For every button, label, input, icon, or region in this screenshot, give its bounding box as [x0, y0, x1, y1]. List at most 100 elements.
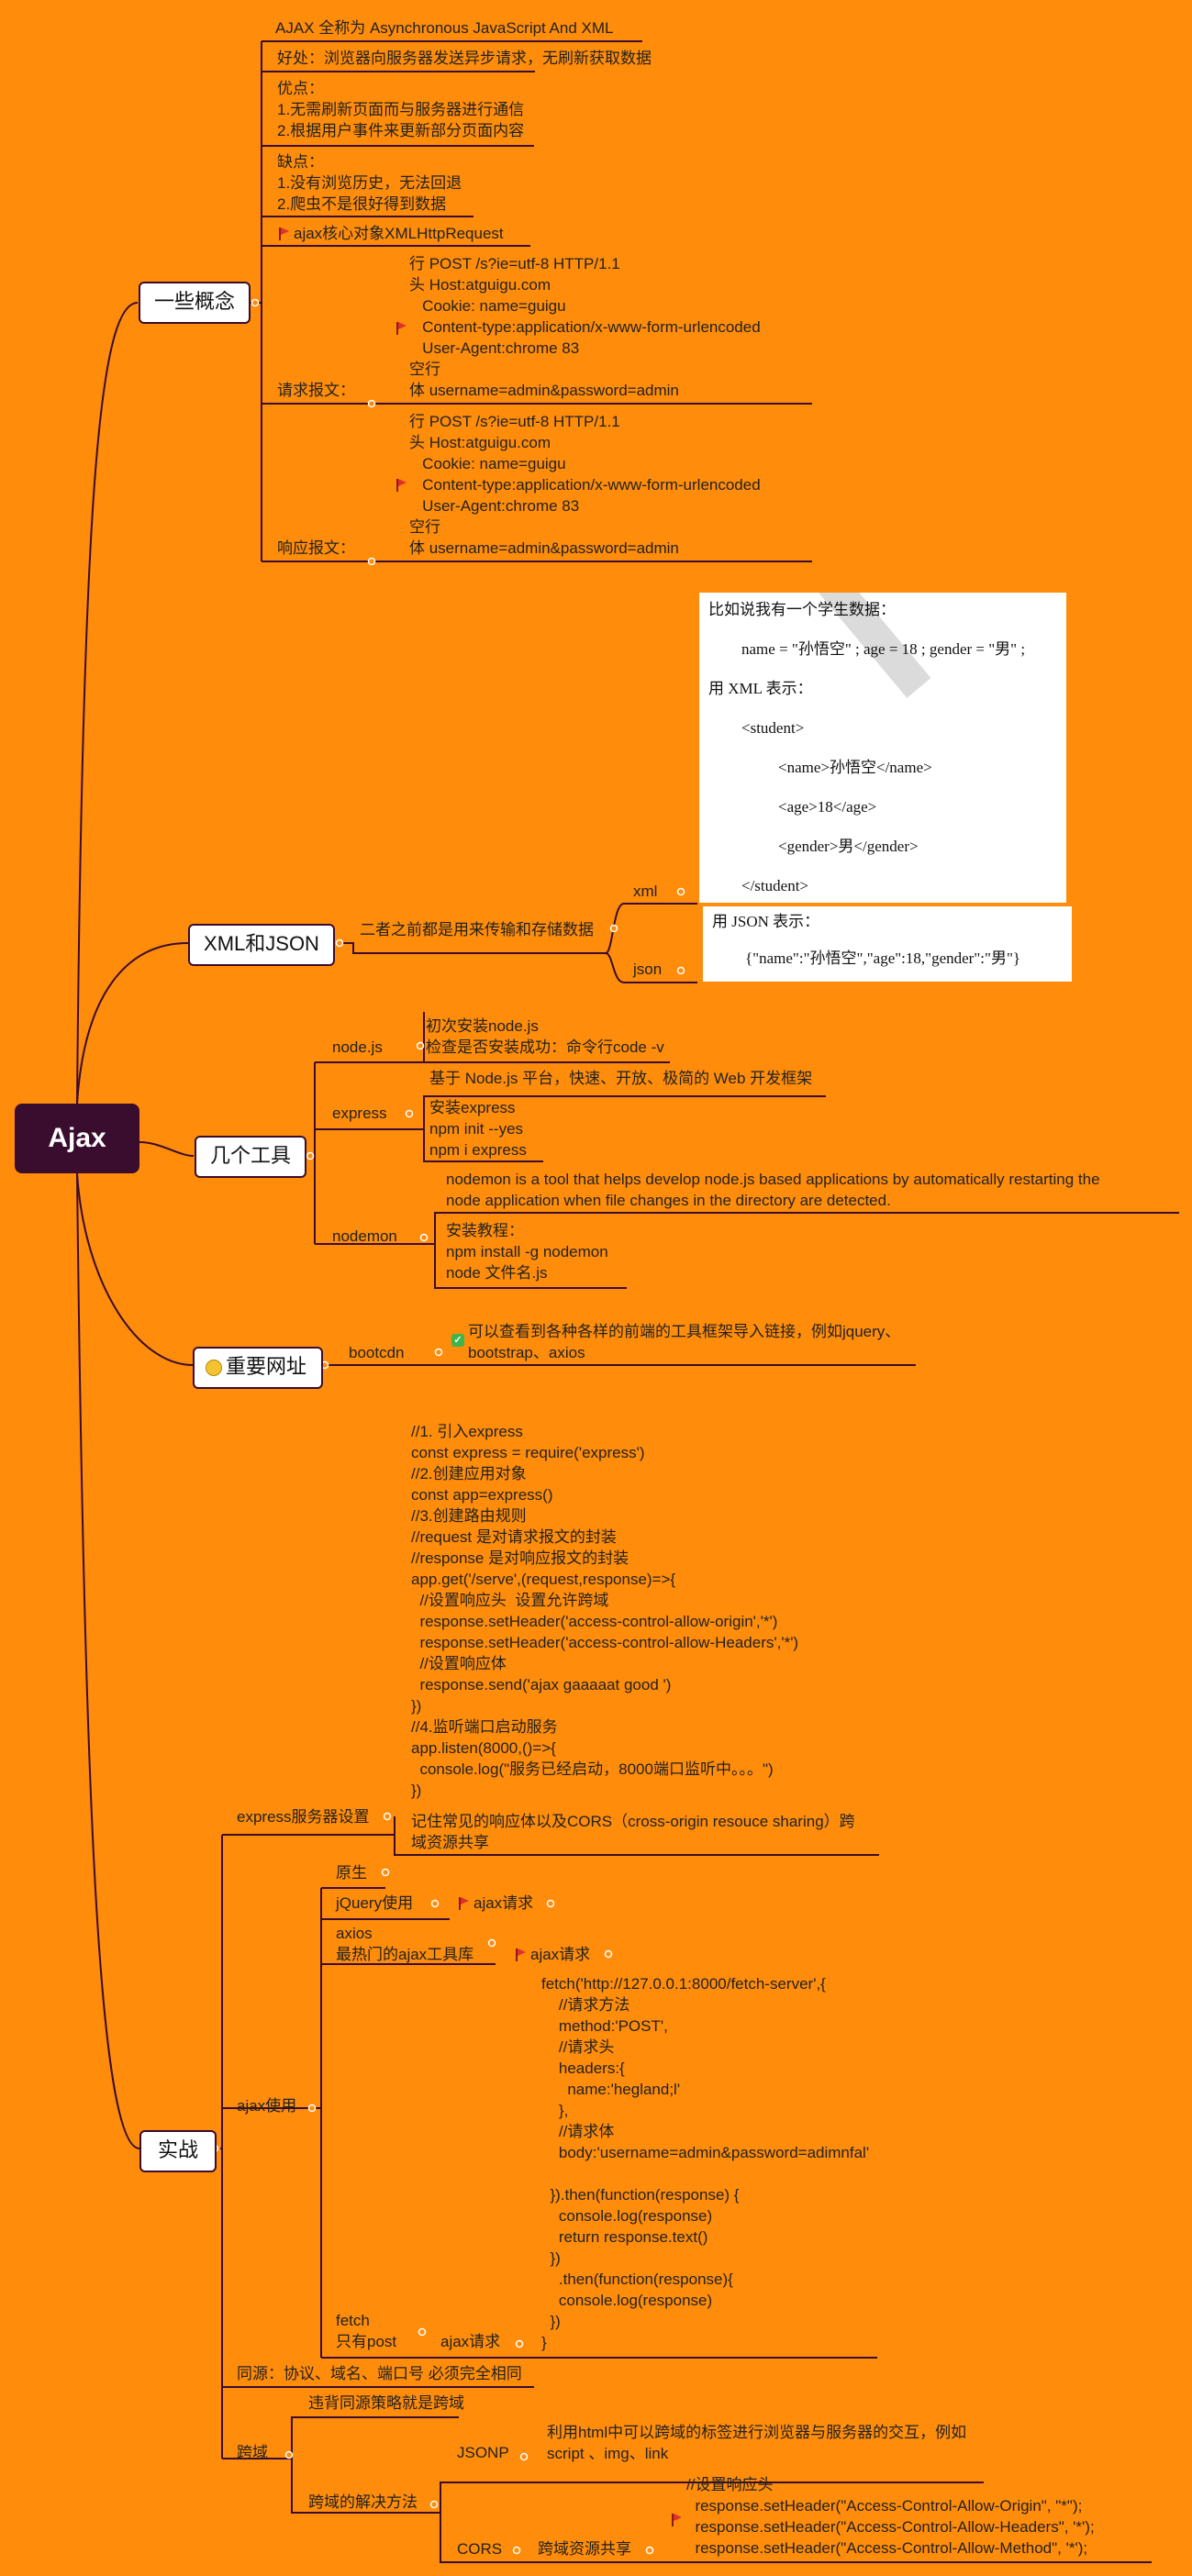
fetch-line: 只有post: [336, 2333, 397, 2350]
message-line: 行 POST /s?ie=utf-8 HTTP/1.1: [409, 255, 620, 272]
code-line: method:'POST',: [541, 2017, 668, 2035]
code-line: app.get('/serve',(request,response)=>{: [411, 1571, 676, 1588]
panel-line: 用 XML 表示：: [708, 680, 813, 697]
node-concepts[interactable]: 一些概念: [139, 282, 251, 324]
code-line: //设置响应体: [411, 1655, 507, 1672]
nodemon-line: 安装教程：: [446, 1222, 524, 1239]
node-js-label: node.js: [332, 1038, 383, 1056]
code-line: response.setHeader("Access-Control-Allow…: [686, 2497, 1083, 2515]
message-line: Content-type:application/x-www-form-urle…: [409, 476, 761, 494]
cross-domain-def: 违背同源策略就是跨域: [308, 2394, 464, 2412]
node-tools[interactable]: 几个工具: [195, 1136, 306, 1178]
code-line: //4.监听端口启动服务: [411, 1718, 558, 1736]
message-line: Content-type:application/x-www-form-urle…: [409, 318, 761, 336]
bootcdn-desc: 可以查看到各种各样的前端的工具框架导入链接，例如jquery、: [468, 1323, 901, 1340]
code-line: fetch('http://127.0.0.1:8000/fetch-serve…: [541, 1975, 826, 1993]
code-line: response.setHeader("Access-Control-Allow…: [686, 2539, 1088, 2557]
bootcdn-label: bootcdn: [349, 1344, 405, 1361]
code-line: }).then(function(response) {: [541, 2186, 740, 2204]
node-important-sites[interactable]: 重要网址: [193, 1347, 323, 1389]
bootcdn-desc: bootstrap、axios: [468, 1344, 585, 1361]
message-line: Cookie: name=guigu: [409, 297, 566, 315]
code-line: headers:{: [541, 2060, 625, 2077]
panel-line: </student>: [741, 877, 809, 894]
code-line: app.listen(8000,()=>{: [411, 1739, 556, 1757]
nodemon-desc: node application when file changes in th…: [446, 1192, 891, 1209]
code-line: }): [411, 1782, 422, 1799]
concept-benefit: 好处：浏览器向服务器发送异步请求，无刷新获取数据: [277, 50, 652, 67]
message-line: 体 username=admin&password=admin: [409, 382, 679, 399]
node-important-sites-label: 重要网址: [225, 1355, 306, 1378]
flag-icon: [516, 1949, 527, 1961]
flag-icon: [279, 228, 290, 240]
nodemon-desc: nodemon is a tool that helps develop nod…: [446, 1171, 1100, 1188]
jquery-ajax-request: ajax请求: [473, 1894, 534, 1912]
cross-solution-label: 跨域的解决方法: [308, 2493, 418, 2511]
flag-icon: [396, 322, 407, 335]
code-line: }): [541, 2249, 561, 2267]
fetch-ajax-request: ajax请求: [440, 2333, 501, 2350]
code-line: const express = require('express'): [411, 1444, 645, 1461]
code-line: //1. 引入express: [411, 1423, 523, 1440]
xml-label: xml: [633, 883, 658, 900]
code-line: response.setHeader('access-control-allow…: [411, 1634, 799, 1651]
ajax-use-label: ajax使用: [237, 2097, 297, 2115]
jsonp-desc: script 、img、link: [547, 2445, 669, 2462]
node-practice[interactable]: 实战: [139, 2130, 217, 2172]
node-js-line: 初次安装node.js: [426, 1017, 539, 1035]
jsonp-label: JSONP: [457, 2444, 509, 2461]
concept-full-name: AJAX 全称为 Asynchronous JavaScript And XML: [275, 19, 614, 37]
server-note: 域资源共享: [411, 1834, 489, 1851]
message-line: 空行: [409, 518, 440, 536]
server-note: 记住常见的响应体以及CORS（cross-origin resouce shar…: [411, 1813, 855, 1830]
same-origin-text: 同源：协议、域名、端口号 必须完全相同: [237, 2365, 522, 2382]
message-line: 行 POST /s?ie=utf-8 HTTP/1.1: [409, 413, 620, 430]
check-icon: ✓: [451, 1334, 464, 1347]
node-js-line: 检查是否安装成功：命令行code -v: [426, 1038, 664, 1056]
smile-icon: [206, 1360, 222, 1376]
pros-item: 2.根据用户事件来更新部分页面内容: [277, 122, 525, 139]
cons-item: 2.爬虫不是很好得到数据: [277, 195, 447, 213]
nodemon-line: npm install -g nodemon: [446, 1243, 608, 1260]
code-line: console.log(response): [541, 2292, 713, 2309]
message-line: User-Agent:chrome 83: [409, 339, 580, 357]
pros-item: 1.无需刷新页面而与服务器进行通信: [277, 101, 525, 118]
code-line: //设置响应头: [686, 2476, 774, 2493]
json-label: json: [633, 960, 663, 978]
code-line: }): [541, 2313, 561, 2330]
code-line: response.send('ajax gaaaaat good '): [411, 1676, 672, 1693]
express-line: npm i express: [429, 1141, 527, 1159]
code-line: //response 是对响应报文的封装: [411, 1549, 629, 1567]
cors-label: CORS: [457, 2540, 503, 2558]
root-node[interactable]: Ajax: [15, 1104, 139, 1173]
cors-desc: 跨域资源共享: [538, 2540, 631, 2558]
express-server-label: express服务器设置: [237, 1808, 370, 1826]
code-line: }: [541, 2334, 547, 2351]
message-line: 头 Host:atguigu.com: [409, 434, 551, 451]
concept-core-object: ajax核心对象XMLHttpRequest: [294, 225, 504, 242]
message-line: Cookie: name=guigu: [409, 455, 566, 472]
express-line: npm init --yes: [429, 1120, 524, 1138]
code-line: return response.text(): [541, 2228, 708, 2246]
response-message-label: 响应报文：: [277, 539, 355, 557]
native-label: 原生: [336, 1864, 367, 1882]
cons-item: 1.没有浏览历史，无法回退: [277, 174, 462, 192]
code-line: console.log("服务已经启动，8000端口监听中。。。"): [411, 1760, 774, 1778]
express-desc: 基于 Node.js 平台，快速、开放、极简的 Web 开发框架: [429, 1070, 813, 1087]
panel-line: 用 JSON 表示：: [712, 913, 820, 930]
panel-line: <student>: [741, 719, 805, 737]
flag-icon: [396, 479, 407, 492]
code-line: body:'username=admin&password=adimnfal': [541, 2144, 870, 2161]
pros-title: 优点：: [277, 80, 324, 97]
xml-example-panel: 比如说我有一个学生数据： name = "孙悟空" ; age = 18 ; g…: [699, 593, 1066, 903]
code-line: name:'hegland;l': [541, 2081, 681, 2098]
node-xml-json[interactable]: XML和JSON: [188, 924, 335, 966]
code-line: //request 是对请求报文的封装: [411, 1528, 617, 1546]
panel-line: <name>孙悟空</name>: [778, 759, 932, 776]
code-line: .then(function(response){: [541, 2271, 733, 2288]
message-line: 空行: [409, 361, 440, 378]
nodemon-line: node 文件名.js: [446, 1264, 548, 1282]
code-line: response.setHeader('access-control-allow…: [411, 1613, 778, 1630]
panel-line: <gender>男</gender>: [778, 838, 919, 855]
